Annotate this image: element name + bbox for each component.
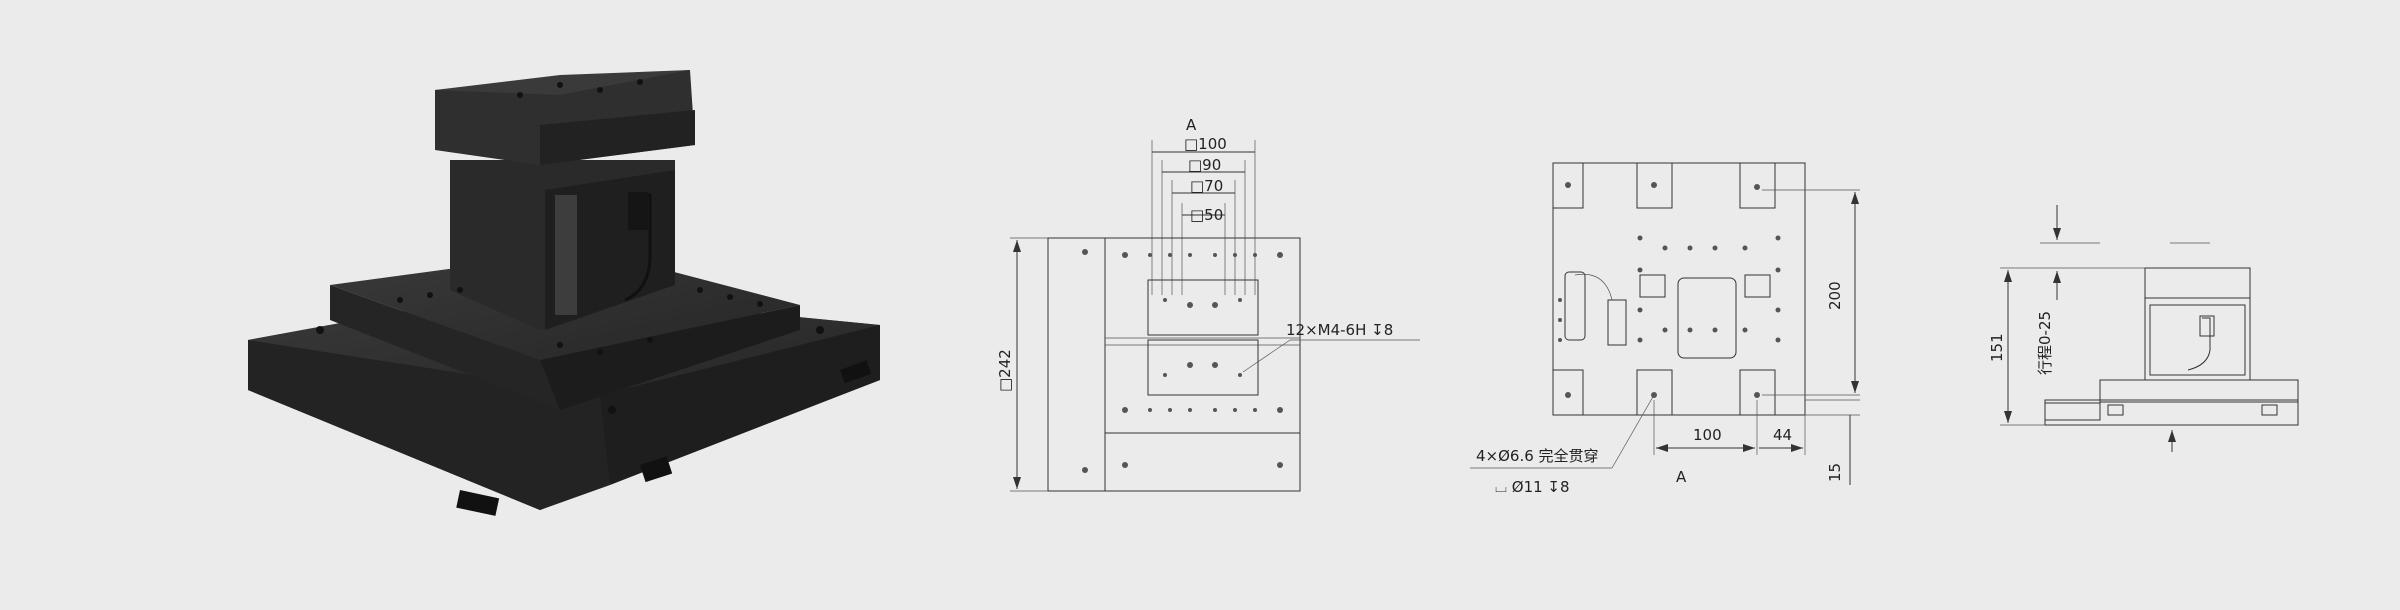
- stroke-range-label: 行程0-25: [2036, 311, 2054, 375]
- height-151-label: 151: [1988, 333, 2006, 362]
- stage-3d-render: [248, 70, 880, 516]
- top-view-drawing: 200 15 100 44 A 4×Ø6.6 完全贯穿 ⌴ Ø11 ↧8: [1470, 162, 1860, 496]
- width-242-label: □242: [996, 349, 1014, 392]
- height-200-label: 200: [1826, 281, 1844, 310]
- square-70-label: □70: [1190, 177, 1223, 195]
- front-view-drawing: A □100 □90 □70 □50 □242: [996, 116, 1420, 492]
- square-100-label: □100: [1184, 135, 1227, 153]
- through-hole-callout: 4×Ø6.6 完全贯穿: [1476, 447, 1599, 465]
- dim-44-label: 44: [1773, 426, 1792, 444]
- offset-15-label: 15: [1826, 463, 1844, 482]
- section-label-a-top: A: [1676, 468, 1687, 486]
- section-label-a: A: [1186, 116, 1197, 134]
- thread-hole-callout: 12×M4-6H ↧8: [1286, 321, 1393, 339]
- dim-100-label: 100: [1693, 426, 1722, 444]
- square-50-label: □50: [1190, 206, 1223, 224]
- square-90-label: □90: [1188, 156, 1221, 174]
- side-view-drawing: 151 行程0-25: [1988, 205, 2299, 452]
- counterbore-callout: ⌴ Ø11 ↧8: [1495, 478, 1570, 496]
